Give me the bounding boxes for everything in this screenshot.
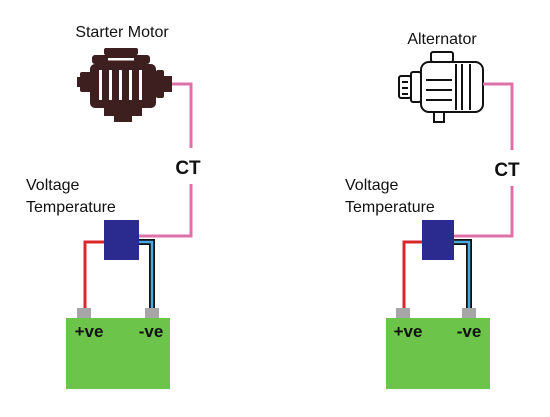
- negative-terminal: [145, 308, 159, 318]
- negative-wire-core: [139, 240, 154, 310]
- battery: [66, 318, 170, 389]
- battery: [386, 318, 490, 389]
- negative-wire-core: [454, 240, 471, 310]
- positive-terminal: [77, 308, 91, 318]
- alternator-icon: [398, 51, 484, 123]
- negative-terminal-label: -ve: [139, 322, 164, 341]
- positive-wire: [402, 240, 422, 310]
- negative-terminal: [462, 308, 476, 318]
- ct-label: CT: [175, 158, 201, 179]
- voltage-label: Voltage: [345, 177, 398, 194]
- ct-label: CT: [494, 160, 520, 181]
- starter-motor-panel: Starter Motor CT Voltage Temp: [26, 24, 201, 389]
- voltage-label: Voltage: [26, 177, 79, 194]
- voltage-temperature-sensor: [104, 220, 139, 260]
- ct-wire: [139, 82, 193, 238]
- ct-wire: [454, 82, 514, 238]
- positive-terminal-label: +ve: [394, 322, 423, 341]
- alternator-label: Alternator: [407, 31, 477, 48]
- negative-wire: [139, 239, 155, 310]
- positive-wire: [83, 240, 104, 310]
- engine-icon: [77, 48, 172, 122]
- voltage-temperature-sensor: [422, 220, 454, 260]
- temperature-label: Temperature: [345, 199, 435, 216]
- starter-motor-label: Starter Motor: [75, 24, 169, 41]
- positive-terminal: [396, 308, 410, 318]
- alternator-panel: Alternator CT Voltage Temperature: [345, 31, 520, 389]
- temperature-label: Temperature: [26, 199, 116, 216]
- negative-wire: [454, 239, 472, 310]
- positive-terminal-label: +ve: [75, 322, 104, 341]
- negative-terminal-label: -ve: [457, 322, 482, 341]
